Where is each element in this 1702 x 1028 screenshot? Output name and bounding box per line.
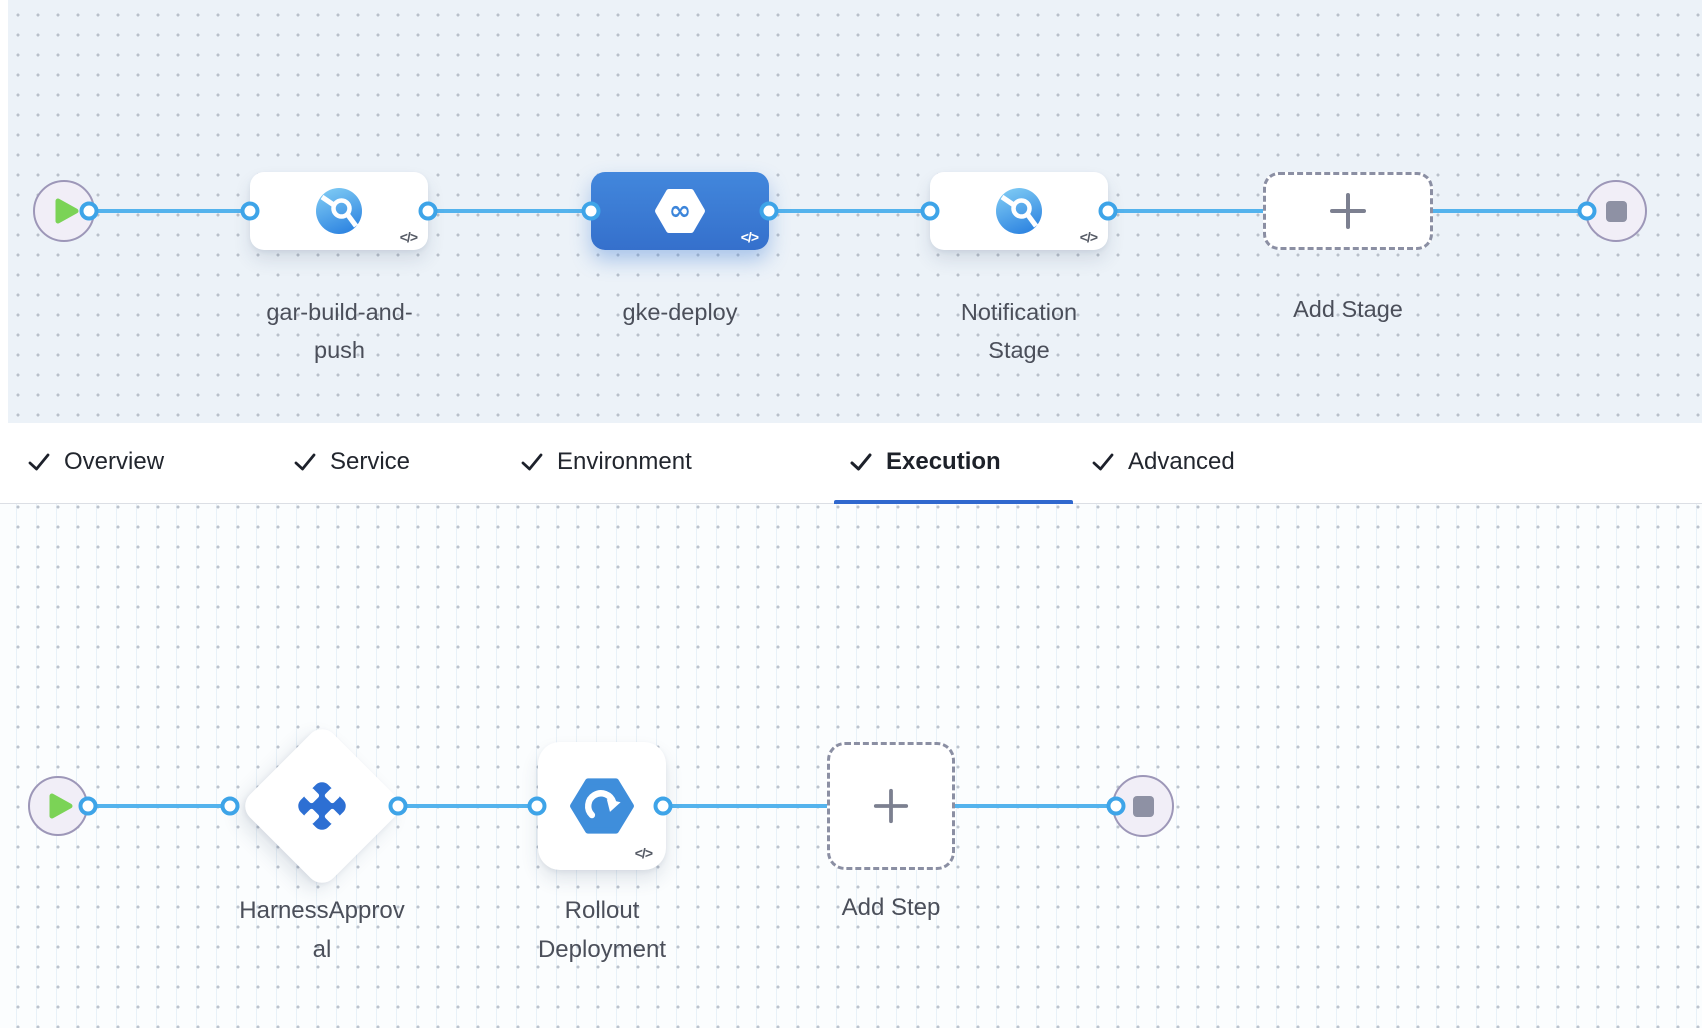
check-icon [850,453,872,470]
execution-start-node [28,776,88,836]
connector-dot[interactable] [1106,796,1126,816]
connector-dot[interactable] [581,201,601,221]
tab-service[interactable]: Service [293,423,410,500]
stage-config-tabbar: Overview Service Environment Execution A… [0,423,1702,504]
plus-icon [873,788,909,824]
tab-environment[interactable]: Environment [520,423,692,500]
connector-dot[interactable] [1577,201,1597,221]
stage-connector-line [769,209,930,213]
step-connector-line [88,804,230,808]
connector-dot[interactable] [388,796,408,816]
check-icon [28,453,50,470]
step-connector-line [955,804,1116,808]
active-tab-underline [834,500,1073,504]
tab-execution[interactable]: Execution [849,423,1001,500]
play-icon [55,198,79,224]
stage-card-gar-build-and-push[interactable]: </> [250,172,428,250]
gke-rollout-icon [570,778,634,834]
stage-connector-line [89,209,250,213]
stage-label: gke-deploy [622,299,738,325]
svg-text:∞: ∞ [669,196,692,227]
add-step-button[interactable] [827,742,955,870]
approval-step-icon [298,782,346,830]
stage-connector-line [1108,209,1263,213]
code-badge: </> [634,845,653,861]
connector-dot[interactable] [418,201,438,221]
code-badge: </> [399,229,418,245]
stage-card-gke-deploy[interactable]: ∞ </> [591,172,769,250]
stage-connector-line [428,209,591,213]
add-stage-label: Add Stage [1293,296,1403,322]
connector-dot[interactable] [240,201,260,221]
step-connector-line [398,804,537,808]
connector-dot[interactable] [759,201,779,221]
code-badge: </> [1079,229,1098,245]
step-connector-line [663,804,827,808]
step-label: HarnessApproval [239,897,405,963]
connector-dot[interactable] [79,201,99,221]
plus-icon [1330,193,1366,229]
custom-stage-icon [996,188,1042,234]
stage-connector-line [1433,209,1587,213]
tab-overview[interactable]: Overview [27,423,164,500]
stage-label: gar-build-and-push [266,299,413,363]
stage-card-notification-stage[interactable]: </> [930,172,1108,250]
connector-dot[interactable] [527,796,547,816]
connector-dot[interactable] [920,201,940,221]
play-icon [49,793,73,819]
canvas-left-edge [0,0,8,423]
tab-advanced[interactable]: Advanced [1091,423,1235,500]
stage-label: Notification Stage [960,299,1078,363]
add-stage-button[interactable] [1263,172,1433,250]
connector-dot[interactable] [653,796,673,816]
add-step-label: Add Step [841,894,941,921]
deploy-stage-icon: ∞ [655,189,705,233]
connector-dot[interactable] [1098,201,1118,221]
connector-dot[interactable] [78,796,98,816]
custom-stage-icon [316,188,362,234]
stop-icon [1605,200,1627,222]
check-icon [294,453,316,470]
step-label: Rollout Deployment [537,897,667,963]
code-badge: </> [740,229,759,245]
check-icon [1092,453,1114,470]
connector-dot[interactable] [220,796,240,816]
check-icon [521,453,543,470]
stop-icon [1132,795,1154,817]
step-card-rollout-deployment[interactable]: </> [538,742,666,870]
